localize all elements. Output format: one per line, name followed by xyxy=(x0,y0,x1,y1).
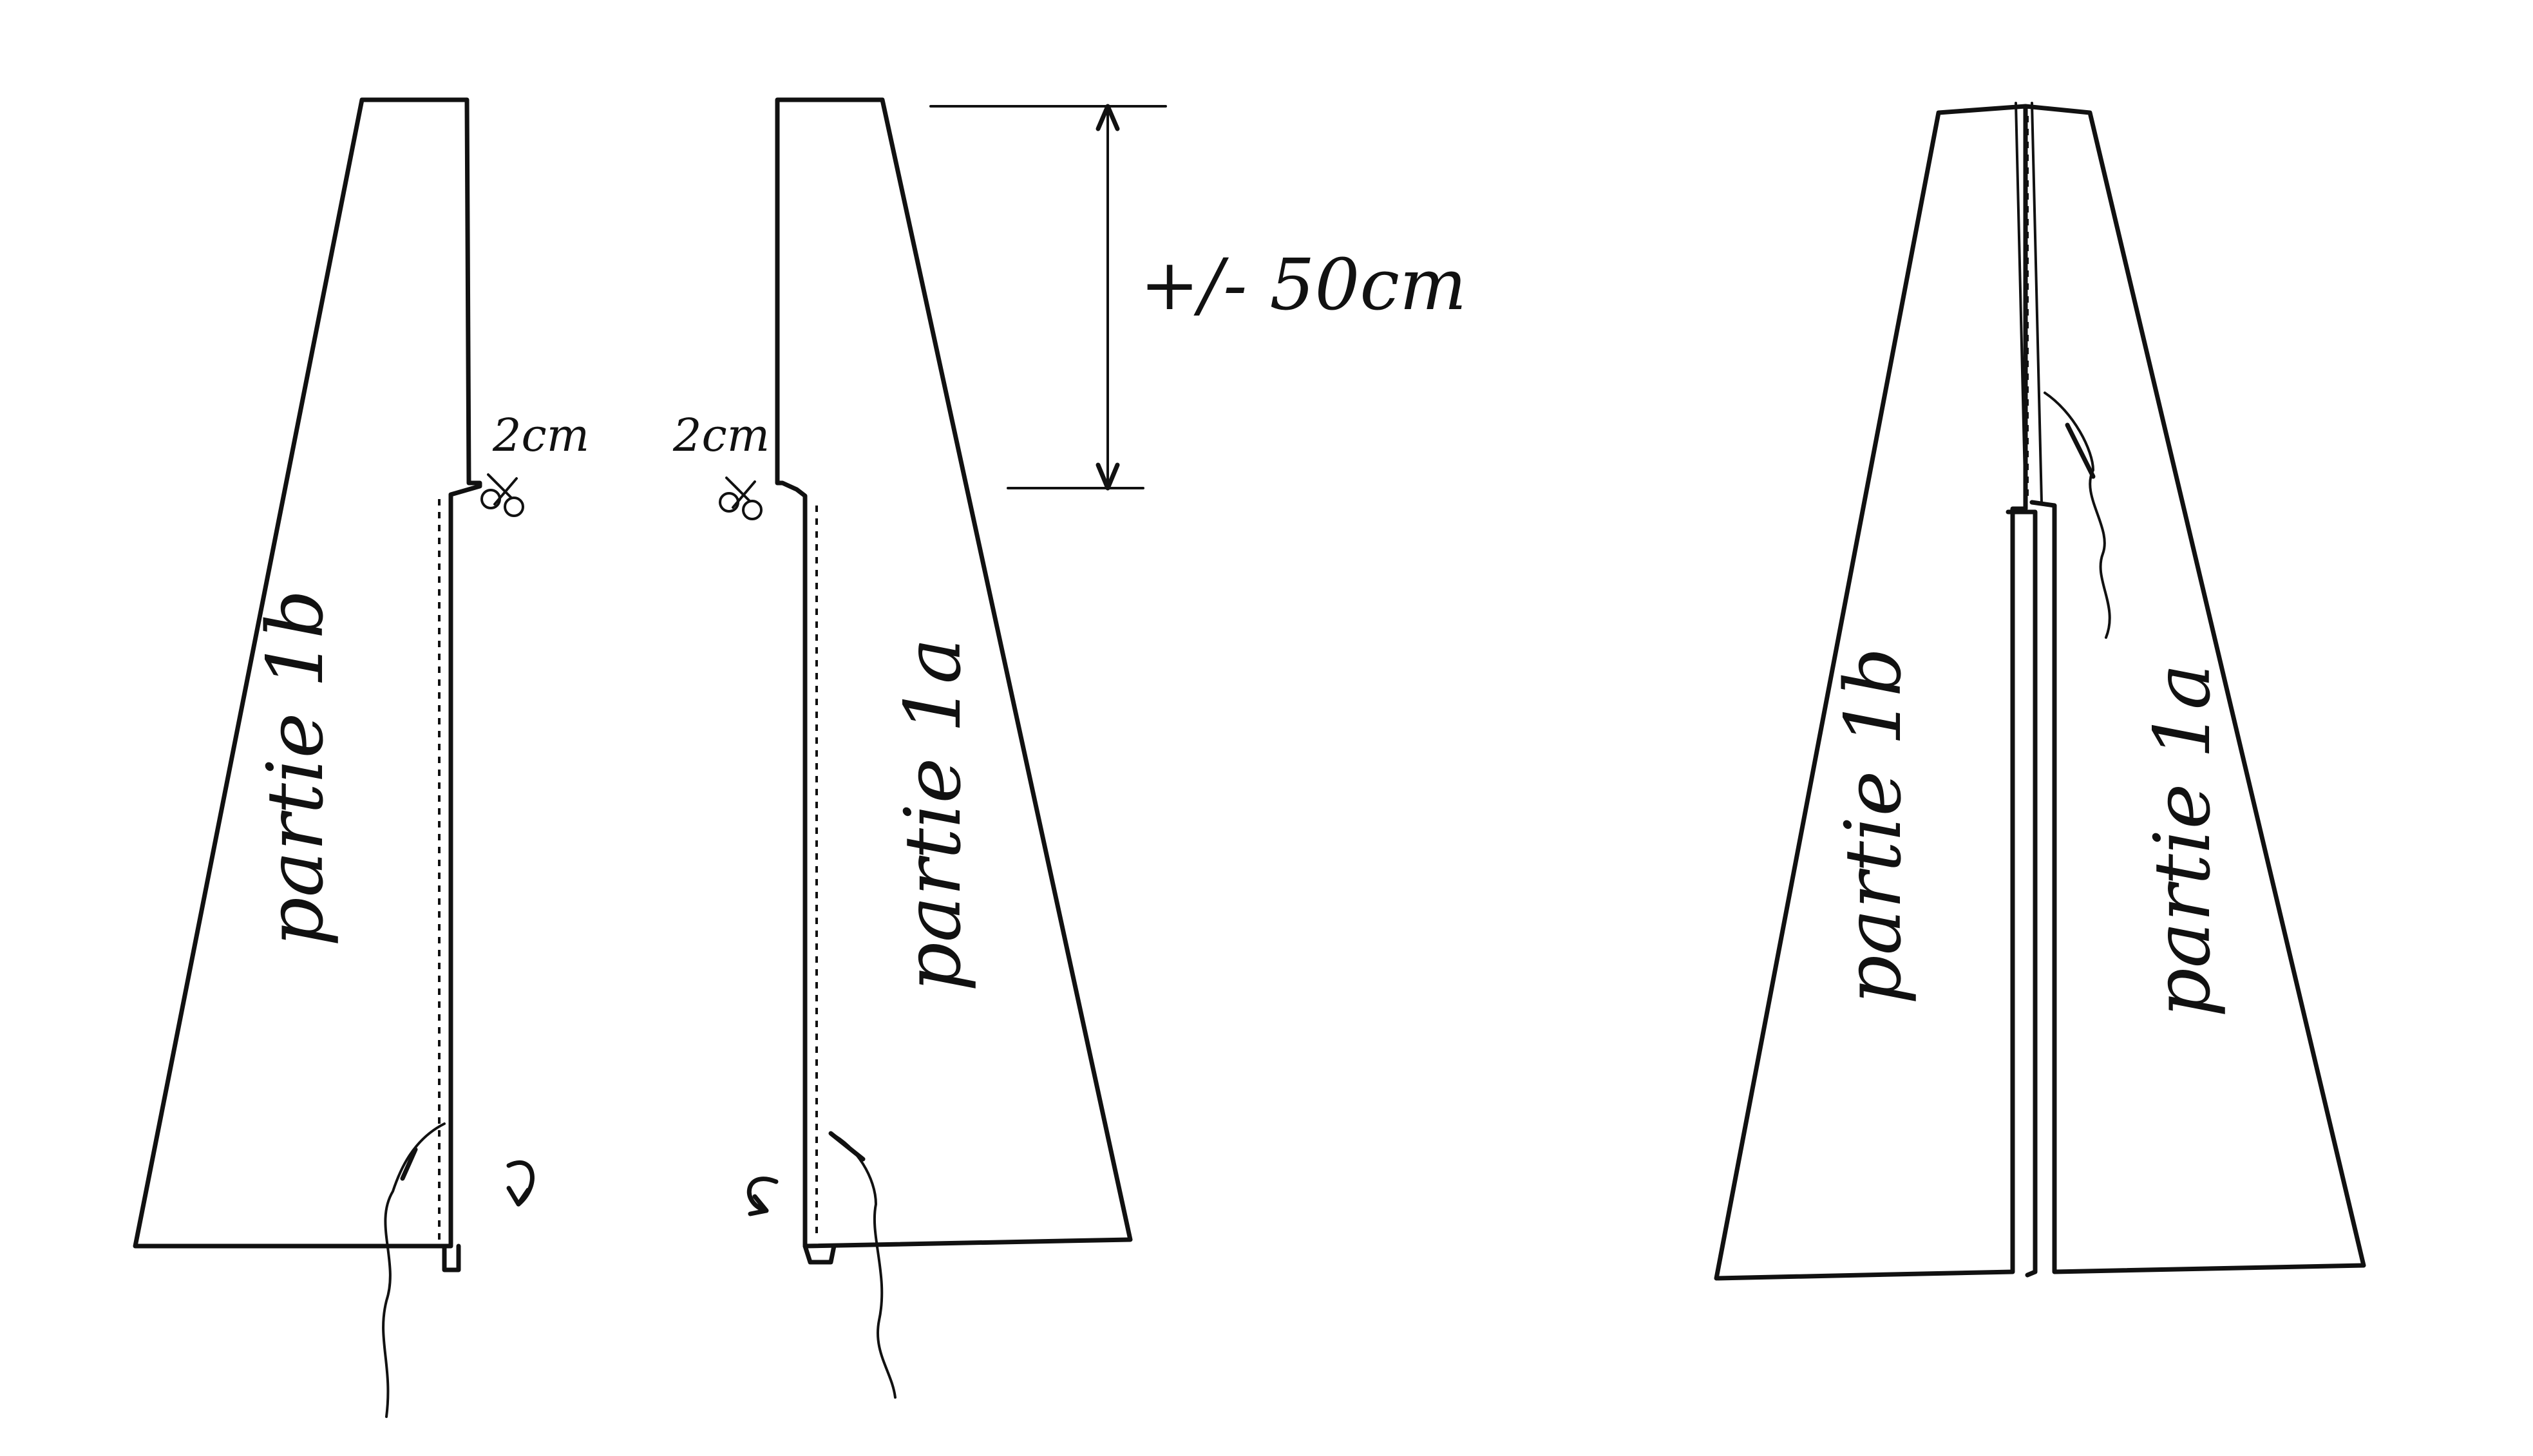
seam-edge-assembled xyxy=(2015,102,2027,507)
label-dimension: +/- 50cm xyxy=(1140,243,1466,326)
sewing-thread-icon xyxy=(2044,392,2111,639)
dimension-arrow-bottom xyxy=(1096,462,1120,491)
fold-arrow-icon xyxy=(506,1160,535,1207)
needle-icon xyxy=(400,1147,418,1181)
label-piece-left: partie 1b xyxy=(251,589,341,947)
scissors-icon xyxy=(719,477,763,520)
sewing-thread-icon xyxy=(382,1122,446,1418)
dimension-arrow-top xyxy=(1096,104,1120,131)
piece-left-1b: partie 1b 2cm xyxy=(133,97,589,1418)
assembled-1b-strip xyxy=(2006,509,2038,1278)
label-assembled-1b: partie 1b xyxy=(1829,647,1919,1005)
label-notch-middle: 2cm xyxy=(672,409,770,462)
sewing-thread-icon xyxy=(830,1132,897,1399)
piece-middle-1a: partie 1a 2cm +/- 50cm xyxy=(672,97,1466,1399)
fold-arrow-icon xyxy=(746,1177,779,1216)
label-notch-left: 2cm xyxy=(492,409,589,462)
scissors-icon xyxy=(480,473,524,517)
piece-middle-outline xyxy=(775,97,1133,1249)
assembled-pieces: partie 1b partie 1a xyxy=(1714,102,2366,1281)
hem-flap-left xyxy=(442,1243,461,1272)
label-assembled-1a: partie 1a xyxy=(2138,664,2228,1017)
hem-flap-middle xyxy=(802,1243,837,1265)
piece-left-outline xyxy=(133,97,482,1249)
needle-icon xyxy=(828,1131,866,1162)
needle-icon xyxy=(2065,422,2096,479)
label-piece-middle: partie 1a xyxy=(889,638,978,992)
assembled-1a-outline xyxy=(2023,104,2366,1274)
seam-fold-assembled xyxy=(2031,102,2043,504)
